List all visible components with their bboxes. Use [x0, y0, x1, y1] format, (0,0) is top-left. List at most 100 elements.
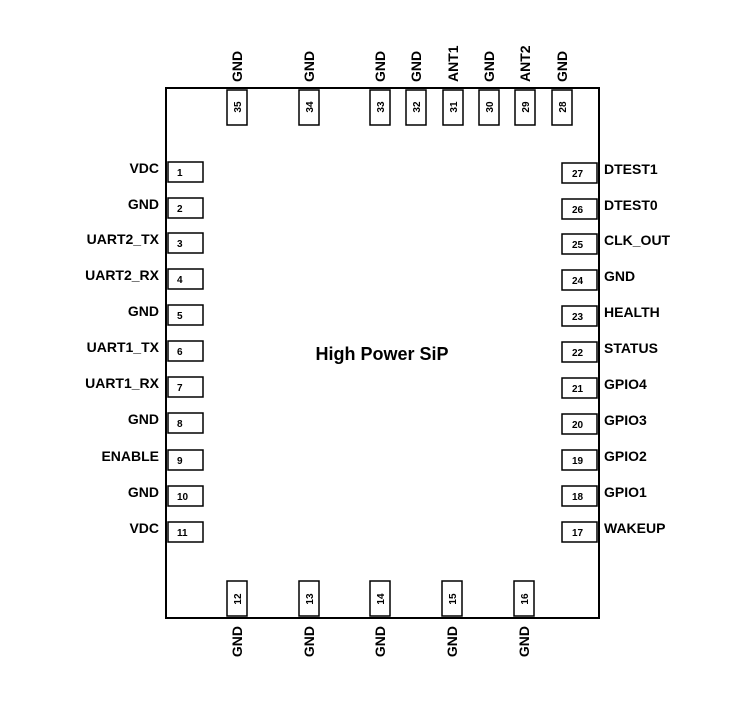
chip-body [165, 87, 600, 619]
pin-number-1: 1 [177, 168, 183, 179]
pin-label-18: GPIO1 [604, 484, 647, 500]
pin-number-19: 19 [572, 456, 584, 467]
pin-label-25: CLK_OUT [604, 232, 671, 248]
pin-label-31: ANT1 [445, 45, 461, 82]
pin-pad-24 [561, 269, 598, 291]
pin-label-24: GND [604, 268, 635, 284]
pin-label-4: UART2_RX [85, 267, 160, 283]
pin-number-35: 35 [233, 101, 244, 113]
pin-number-14: 14 [376, 593, 387, 605]
pin-pad-25 [561, 233, 598, 255]
pin-number-22: 22 [572, 348, 584, 359]
pin-pad-2 [167, 197, 204, 219]
pin-number-32: 32 [412, 101, 423, 113]
pin-label-16: GND [516, 626, 532, 657]
pin-pad-7 [167, 376, 204, 398]
pin-label-15: GND [444, 626, 460, 657]
pin-pad-10 [167, 485, 204, 507]
pin-label-3: UART2_TX [87, 231, 160, 247]
pin-pad-22 [561, 341, 598, 363]
pin-pad-28 [551, 89, 573, 126]
pin-pad-34 [298, 89, 320, 126]
pin-label-29: ANT2 [517, 45, 533, 82]
pin-number-17: 17 [572, 528, 584, 539]
pin-label-6: UART1_TX [87, 339, 160, 355]
pin-number-10: 10 [177, 492, 189, 503]
pin-pad-33 [369, 89, 391, 126]
pin-number-26: 26 [572, 205, 584, 216]
pin-pad-5 [167, 304, 204, 326]
pin-pad-1 [167, 161, 204, 183]
pin-label-30: GND [481, 51, 497, 82]
pin-pad-18 [561, 485, 598, 507]
pin-label-23: HEALTH [604, 304, 660, 320]
pin-number-24: 24 [572, 276, 584, 287]
pin-number-18: 18 [572, 492, 584, 503]
pin-label-20: GPIO3 [604, 412, 647, 428]
pin-number-6: 6 [177, 347, 183, 358]
pin-pad-14 [369, 580, 391, 617]
pin-label-10: GND [128, 484, 159, 500]
pin-pad-11 [167, 521, 204, 543]
pin-number-16: 16 [520, 593, 531, 605]
pin-pad-12 [226, 580, 248, 617]
pin-label-22: STATUS [604, 340, 658, 356]
pin-number-13: 13 [305, 593, 316, 605]
pin-pad-32 [405, 89, 427, 126]
chip-title: High Power SiP [315, 344, 448, 364]
pin-pad-31 [442, 89, 464, 126]
pin-number-27: 27 [572, 169, 584, 180]
pin-pad-30 [478, 89, 500, 126]
pin-label-8: GND [128, 411, 159, 427]
pin-label-35: GND [229, 51, 245, 82]
pin-label-27: DTEST1 [604, 161, 658, 177]
pin-pad-20 [561, 413, 598, 435]
pin-pad-8 [167, 412, 204, 434]
pin-number-29: 29 [521, 101, 532, 113]
pin-pad-21 [561, 377, 598, 399]
pin-number-20: 20 [572, 420, 584, 431]
pin-pad-4 [167, 268, 204, 290]
pin-label-2: GND [128, 196, 159, 212]
pin-label-9: ENABLE [101, 448, 159, 464]
pin-label-12: GND [229, 626, 245, 657]
pin-number-4: 4 [177, 275, 183, 286]
pin-pad-35 [226, 89, 248, 126]
pin-number-25: 25 [572, 240, 584, 251]
pin-pad-15 [441, 580, 463, 617]
pin-pad-16 [513, 580, 535, 617]
pin-number-12: 12 [233, 593, 244, 605]
pin-label-21: GPIO4 [604, 376, 647, 392]
pin-pad-23 [561, 305, 598, 327]
pin-number-34: 34 [305, 101, 316, 113]
pin-pad-3 [167, 232, 204, 254]
pin-label-33: GND [372, 51, 388, 82]
pin-pad-9 [167, 449, 204, 471]
pin-number-5: 5 [177, 311, 183, 322]
pin-number-23: 23 [572, 312, 584, 323]
pin-number-9: 9 [177, 456, 183, 467]
pin-pad-17 [561, 521, 598, 543]
pin-label-5: GND [128, 303, 159, 319]
pin-number-30: 30 [485, 101, 496, 113]
pin-pad-29 [514, 89, 536, 126]
pin-number-33: 33 [376, 101, 387, 113]
pin-label-32: GND [408, 51, 424, 82]
pin-label-14: GND [372, 626, 388, 657]
pin-pad-6 [167, 340, 204, 362]
pin-number-31: 31 [449, 101, 460, 113]
pin-pad-13 [298, 580, 320, 617]
pin-label-11: VDC [129, 520, 159, 536]
pin-number-21: 21 [572, 384, 584, 395]
pin-number-7: 7 [177, 383, 183, 394]
pin-number-2: 2 [177, 204, 183, 215]
pin-label-34: GND [301, 51, 317, 82]
pin-pad-19 [561, 449, 598, 471]
pin-label-26: DTEST0 [604, 197, 658, 213]
pin-number-11: 11 [177, 528, 188, 539]
pin-label-1: VDC [129, 160, 159, 176]
pin-label-13: GND [301, 626, 317, 657]
pin-number-8: 8 [177, 419, 183, 430]
pin-pad-27 [561, 162, 598, 184]
